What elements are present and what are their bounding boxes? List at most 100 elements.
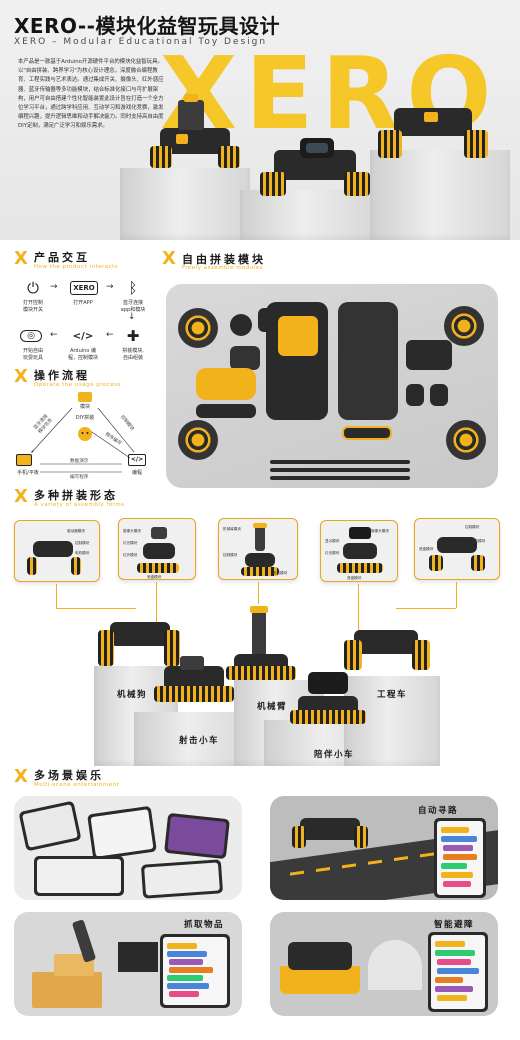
connector-line [56,584,57,608]
robot-wheels [226,666,296,680]
section-subtitle-operation: Operate the usage process [34,382,121,388]
scene-grab-objects: 抓取物品 [14,912,242,1016]
cable [270,460,410,464]
form-card-dog: 驱动器模块 控制模块 电机模块 [14,520,100,582]
connector-line [258,582,259,604]
step-label: Arduino 编 程，控制模块 [67,348,98,361]
form-label-engineering: 工程车 [376,690,407,700]
hero-banner: XERO XERO--模块化益智玩具设计 XERO – Modular Educ… [0,0,520,240]
form-note: 机械臂模块 [223,527,241,531]
section-marker-icon: X [14,766,28,787]
arrow-left-icon: ← [106,330,114,340]
cable [270,476,410,480]
mecanum-wheel [178,420,218,460]
cycle-node-module: 模块 [79,404,90,410]
robot-render-dog [378,92,488,162]
code-icon: </> [128,454,146,466]
form-note: 底盘模块 [147,575,162,579]
cable [270,468,410,472]
robot-arm-render [252,610,266,656]
robot-leg [98,630,114,666]
robot-dog-render [110,622,170,646]
power-icon: ⏻ [27,279,39,297]
cycle-arrows [31,407,135,473]
xero-app-icon: XERO [70,281,98,295]
operation-cycle: 模块 DIY拼装 手机/平板 </> 编程 蓝牙连接 模块信息 控制模块 程序编… [10,392,160,484]
code-icon: </> [72,330,94,342]
cargo-box [32,972,102,1008]
form-note: 控制模块 [75,541,90,545]
camera-module [406,384,424,406]
robot-render-arm [150,86,240,172]
page-subtitle: XERO – Modular Educational Toy Design [14,37,268,47]
robot-engineering-render [354,630,418,654]
interaction-flow: ⏻ → XERO → ᛒ 打开控制 模块开关 打开APP 蓝牙连接 app和模块… [10,276,160,366]
motor-module [230,314,252,336]
section-title-forms: 多种拼装形态 [34,489,118,502]
form-note: 控制模块 [465,525,480,529]
puzzle-icon: ✚ [126,327,140,345]
arrow-down-icon: ↓ [128,312,136,322]
section-title-assembly: 自由拼装模块 [182,253,266,266]
tablet-render [164,812,230,860]
arm-gripper-module [196,368,256,400]
cycle-node-program: 编程 [131,470,142,476]
pedestal-right [370,150,510,240]
robot-render-companion [260,128,370,198]
section-marker-icon: X [14,486,28,507]
form-note: 摄像头模块 [371,529,389,533]
robot-leg [164,630,180,666]
form-note: 灯光模块 [123,541,138,545]
connector-line [456,582,457,608]
section-subtitle-assembly: Freely assemble modules [182,265,264,271]
form-note: 电机模块 [273,571,288,575]
obstacle-ramp [368,940,422,990]
cycle-node-phone: 手机/平板 [17,470,39,476]
form-note: 显示模块 [325,539,340,543]
mecanum-wheel [178,308,218,348]
arrow-left-icon: ← [50,330,58,340]
conveyor [118,942,158,972]
form-label-arm: 机械臂 [256,702,287,712]
step-label: 打开APP [73,300,93,306]
page-title: XERO--模块化益智玩具设计 [14,14,280,38]
form-card-companion: 摄像头模块 显示模块 灯光模块 底盘模块 [320,520,398,582]
bluetooth-icon: ᛒ [128,279,138,297]
connector-line [56,608,136,609]
tablet-render [34,856,124,896]
robot-arm-head [250,606,268,613]
bracket-module [230,346,260,370]
pedestal-center [240,190,380,240]
section-subtitle-interaction: How the product interacts [34,264,119,270]
form-note: 红外模块 [123,553,138,557]
mecanum-wheel [444,306,484,346]
connector-line [358,584,359,636]
cycle-center-label: DIY拼装 [75,415,95,421]
forms-stage: 机械狗 射击小车 机械臂 陪伴小车 工程车 [14,600,506,766]
scene-label: 智能避障 [434,920,475,930]
puzzle-icon [78,392,92,402]
form-note: 灯光模块 [325,551,340,555]
form-note: 电机模块 [471,539,486,543]
step-label: 蓝牙连接 app和模块 [120,300,146,313]
robot-wheels [290,710,366,724]
form-label-dog: 机械狗 [116,690,147,700]
form-note: 摄像头模块 [123,529,141,533]
scene-app-tablets [14,796,242,900]
cycle-edge-label: 编写程序 [70,475,89,480]
modules-layout-panel [166,284,498,488]
robot-leg [344,640,362,670]
robot-leg [412,640,430,670]
section-subtitle-forms: A variety of assembly forms [34,502,125,508]
tablet-render [140,859,224,899]
section-title-interaction: 产品交互 [34,251,90,264]
robot-render [300,818,360,840]
robot-companion-render [308,672,348,694]
tablet-render [87,805,157,861]
section-title-scenes: 多场景娱乐 [34,769,104,782]
arrow-right-icon: → [106,282,114,292]
mecanum-wheel [446,420,486,460]
form-label-companion: 陪伴小车 [313,750,354,760]
arrow-right-icon: → [50,282,58,292]
phone-code-render [434,818,486,898]
